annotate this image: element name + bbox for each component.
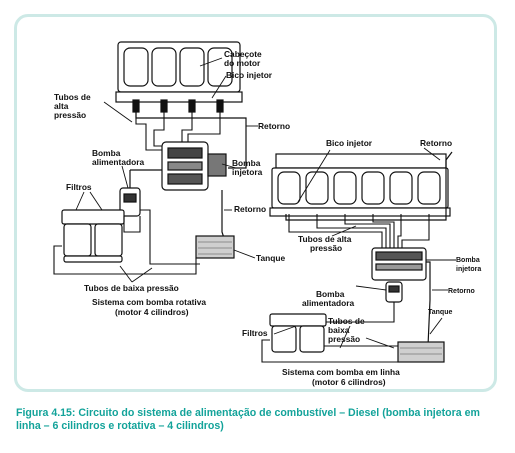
left-injector-2: [160, 99, 168, 113]
left-tank: [195, 235, 235, 259]
right-manifold: [269, 207, 451, 217]
figure-caption: Figura 4.15: Circuito do sistema de alim…: [16, 407, 480, 432]
label-tubos-alta-right-line2: pressão: [310, 243, 342, 253]
left-injector-4: [216, 99, 224, 113]
label-tubos-baixa-right-line3: pressão: [328, 334, 360, 344]
left-cylinder-3: [179, 47, 205, 87]
right-system-title-line2: (motor 6 cilindros): [312, 377, 386, 387]
right-leader-lines: [273, 147, 456, 349]
left-low-pressure-tubes: [53, 209, 200, 275]
right-cylinder-3: [333, 171, 357, 205]
right-cylinder-1: [277, 171, 301, 205]
left-system-title-line2: (motor 4 cilindros): [115, 307, 189, 317]
left-filters: [61, 209, 125, 263]
label-retorno-right-top: Retorno: [420, 138, 452, 148]
label-bomba-alim-right-line2: alimentadora: [302, 298, 354, 308]
right-return-lines: [285, 151, 453, 347]
right-filters: [269, 313, 327, 353]
label-bomba-alim-left-line2: alimentadora: [92, 157, 144, 167]
left-engine-head: [115, 41, 243, 113]
left-cylinder-1: [123, 47, 149, 87]
label-bomba-injetora-left-line1: Bomba: [232, 158, 261, 168]
left-labels: Cabeçote do motor Bico injetor Tubos de …: [54, 49, 290, 317]
left-rotary-injection-pump: [161, 141, 227, 191]
label-cabecote-line2: do motor: [224, 58, 261, 68]
label-bico-injetor-left: Bico injetor: [226, 70, 273, 80]
left-leader-lines: [75, 57, 258, 283]
label-bomba-alim-right-line1: Bomba: [316, 289, 345, 299]
label-cabecote-line1: Cabeçote: [224, 49, 262, 59]
label-retorno-left-mid: Retorno: [234, 204, 266, 214]
left-feed-pump: [119, 169, 162, 217]
right-cylinder-4: [361, 171, 385, 205]
right-valve-cover: [275, 153, 447, 169]
right-feed-pump: [385, 281, 403, 303]
fuel-system-diagram: Cabeçote do motor Bico injetor Tubos de …: [53, 41, 481, 387]
label-tanque-left: Tanque: [256, 253, 285, 263]
left-system-title-line1: Sistema com bomba rotativa: [92, 297, 206, 307]
right-cylinder-6: [417, 171, 441, 205]
label-bomba-alim-left-line1: Bomba: [92, 148, 121, 158]
right-labels: Bico injetor Retorno Tubos de alta press…: [242, 138, 481, 387]
label-tubos-alta-line2: alta: [54, 101, 69, 111]
right-system-title-line1: Sistema com bomba em linha: [282, 367, 400, 377]
label-bomba-injetora-right-line2: injetora: [456, 266, 481, 273]
label-tubos-baixa-right-line2: baixa: [328, 325, 350, 335]
left-manifold: [115, 91, 243, 103]
label-bomba-injetora-left-line2: injetora: [232, 167, 263, 177]
label-tanque-right: Tanque: [428, 309, 452, 316]
left-injector-3: [188, 99, 196, 113]
label-tubos-alta-line1: Tubos de: [54, 92, 91, 102]
left-cylinder-2: [151, 47, 177, 87]
label-tubos-baixa-right-line1: Tubos de: [328, 316, 365, 326]
label-bomba-injetora-right-line1: Bomba: [456, 257, 480, 264]
right-inline-injection-pump: [371, 247, 427, 281]
label-tubos-alta-line3: pressão: [54, 110, 86, 120]
label-bico-injetor-right: Bico injetor: [326, 138, 373, 148]
label-retorno-left-top: Retorno: [258, 121, 290, 131]
right-tank: [397, 341, 445, 363]
label-retorno-right-side: Retorno: [448, 288, 475, 295]
right-engine-head: [269, 153, 451, 217]
right-cylinder-5: [389, 171, 413, 205]
label-tubos-alta-right-line1: Tubos de alta: [298, 234, 352, 244]
label-tubos-baixa-left: Tubos de baixa pressão: [84, 283, 179, 293]
right-cylinder-2: [305, 171, 329, 205]
label-filtros-right: Filtros: [242, 328, 268, 338]
label-filtros-left: Filtros: [66, 182, 92, 192]
